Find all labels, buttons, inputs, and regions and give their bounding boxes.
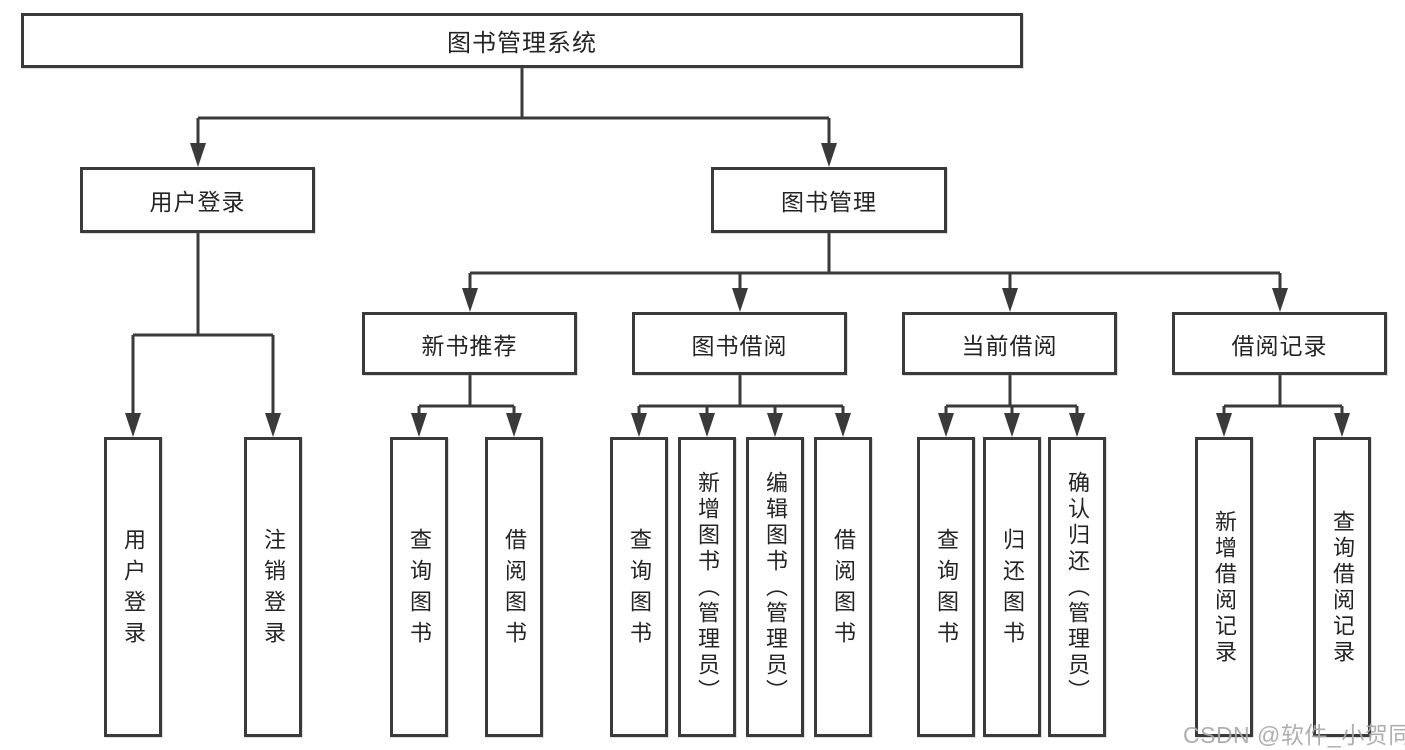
leaf-edit-books-admin: 编辑图书（管理员） <box>746 437 804 737</box>
leaf-return-books: 归还图书 <box>983 437 1041 737</box>
leaf-confirm-return-admin: 确认归还（管理员） <box>1048 437 1106 737</box>
node-borrowing-records: 借阅记录 <box>1172 312 1387 375</box>
leaf-add-books-admin: 新增图书（管理员） <box>678 437 736 737</box>
leaf-query-books-current: 查询图书 <box>917 437 975 737</box>
csdn-watermark: CSDN @软件_小贺同学 <box>1183 722 1405 748</box>
leaf-query-books-borrowing: 查询图书 <box>610 437 668 737</box>
node-book-management: 图书管理 <box>711 167 947 233</box>
node-book-borrowing: 图书借阅 <box>632 312 847 375</box>
leaf-query-borrowing-record: 查询借阅记录 <box>1313 437 1371 737</box>
leaf-borrow-books-borrowing: 借阅图书 <box>814 437 872 737</box>
node-current-borrowing: 当前借阅 <box>902 312 1117 375</box>
leaf-borrow-books-recommend: 借阅图书 <box>485 437 543 737</box>
leaf-add-borrowing-record: 新增借阅记录 <box>1195 437 1253 737</box>
node-library-management-system: 图书管理系统 <box>21 13 1023 68</box>
leaf-query-books-recommend: 查询图书 <box>390 437 448 737</box>
leaf-user-login: 用户登录 <box>104 437 162 737</box>
leaf-logout: 注销登录 <box>244 437 302 737</box>
node-new-book-recommendation: 新书推荐 <box>362 312 577 375</box>
node-user-login: 用户登录 <box>80 167 315 233</box>
